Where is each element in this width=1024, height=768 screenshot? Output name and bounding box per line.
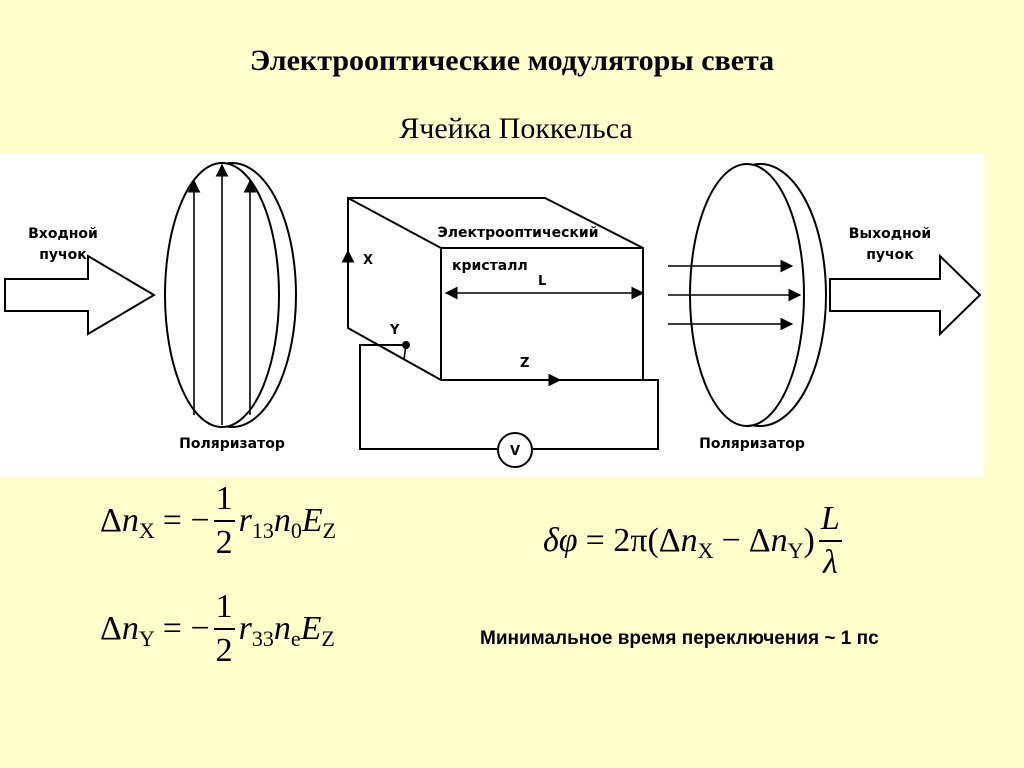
eq-dnx-op: = − xyxy=(162,502,210,539)
polarizer-right xyxy=(668,163,827,427)
output-beam-label-1: Выходной xyxy=(849,226,931,242)
polarizer-left-label: Поляризатор xyxy=(179,436,285,452)
crystal-label-1: Электрооптический xyxy=(437,225,598,241)
eq-phase-eq: = 2π( xyxy=(585,522,659,559)
page-subtitle: Ячейка Поккельса xyxy=(399,112,633,145)
eq-dnx-r: r xyxy=(238,502,252,539)
length-label: L xyxy=(538,274,546,289)
pockels-cell-diagram: Входной пучок Поляризатор Электрооптичес… xyxy=(0,153,984,477)
crystal-label-2: кристалл xyxy=(452,258,528,274)
axis-y-marker xyxy=(403,344,407,360)
eq-dnx-sub: X xyxy=(138,518,155,543)
eq-dnx-n0: n xyxy=(273,502,291,539)
eq-dnx-E: E xyxy=(301,502,323,539)
input-beam-label-2: пучок xyxy=(39,247,87,263)
polarizer-right-label: Поляризатор xyxy=(699,436,805,452)
polarizer-left xyxy=(164,162,297,428)
eq-phase-minus: − xyxy=(721,522,741,559)
output-beam-label-2: пучок xyxy=(866,247,914,263)
output-beam-arrow xyxy=(829,253,982,337)
axis-y-label: Y xyxy=(389,323,400,338)
voltage-source xyxy=(497,432,533,468)
eq-dnx-delta: Δ xyxy=(100,502,122,539)
axis-z-label: Z xyxy=(520,356,529,371)
axis-x-label: X xyxy=(363,253,373,268)
eq-phase-close: ) xyxy=(803,522,815,559)
eq-dny-r: r xyxy=(238,610,252,647)
voltage-circuit xyxy=(359,344,659,450)
eq-dny-E: E xyxy=(300,610,322,647)
voltage-label: V xyxy=(510,444,520,459)
input-beam-label-1: Входной xyxy=(28,226,98,242)
eq-dny-sub: Y xyxy=(138,626,155,651)
eq-dny-ne: n xyxy=(273,610,291,647)
switching-time-note: Минимальное время переключения ~ 1 пс xyxy=(480,628,879,649)
eq-dnx-n: n xyxy=(121,502,139,539)
page-title: Электрооптические модуляторы света xyxy=(249,44,775,77)
eq-dny-n: n xyxy=(121,610,139,647)
eq-phase-lhs: δφ xyxy=(543,522,578,559)
input-beam-arrow xyxy=(4,254,156,336)
eq-dny-op: = − xyxy=(162,610,210,647)
eq-dny-delta: Δ xyxy=(100,610,122,647)
